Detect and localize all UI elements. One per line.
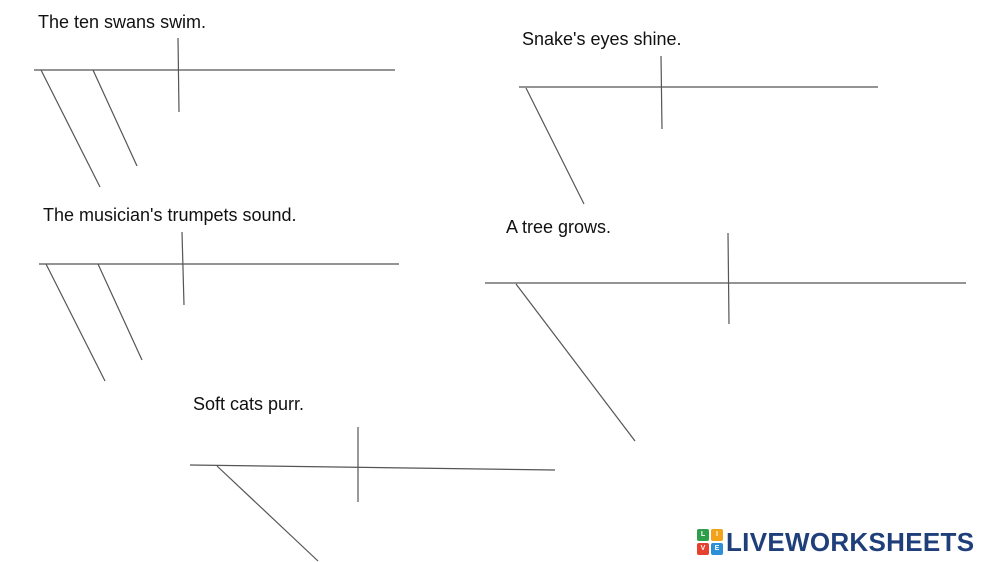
sentence-3-text: The musician's trumpets sound. (43, 205, 297, 225)
logo-mark-letter-e: E (711, 543, 723, 555)
sentence-1-text: The ten swans swim. (38, 12, 207, 32)
diagram-1-modifier-line-2[interactable] (92, 69, 138, 167)
diagram-3-modifier-line-1[interactable] (45, 263, 106, 382)
logo-mark-icon: L I V E (697, 529, 723, 555)
brand-name: LIVEWORKSHEETS (726, 526, 975, 557)
diagram-5 (189, 427, 556, 562)
logo-mark-letter-l: L (697, 529, 709, 541)
diagram-1 (34, 37, 395, 188)
diagram-1-divider (177, 37, 180, 113)
diagram-4-divider (727, 232, 730, 325)
sentence-5-text: Soft cats purr. (193, 394, 305, 414)
liveworksheets-logo: L I V E LIVEWORKSHEETS (697, 526, 975, 557)
diagram-2-modifier-line-1[interactable] (525, 87, 585, 205)
diagram-4-modifier-line-1[interactable] (515, 283, 636, 442)
diagram-5-baseline (189, 464, 556, 471)
sentence-4-text: A tree grows. (506, 217, 612, 237)
diagram-3-modifier-line-2[interactable] (97, 263, 143, 361)
diagram-5-modifier-line-1[interactable] (216, 465, 319, 562)
sentence-2-text: Snake's eyes shine. (522, 29, 682, 49)
logo-mark-letter-i: I (711, 529, 723, 541)
diagram-1-modifier-line-1[interactable] (40, 69, 101, 188)
logo-mark-letter-v: V (697, 543, 709, 555)
diagram-3-divider (181, 231, 185, 306)
diagram-2-divider (660, 55, 663, 130)
diagram-4 (485, 232, 966, 442)
diagram-3 (39, 231, 399, 382)
diagram-2 (519, 55, 878, 205)
